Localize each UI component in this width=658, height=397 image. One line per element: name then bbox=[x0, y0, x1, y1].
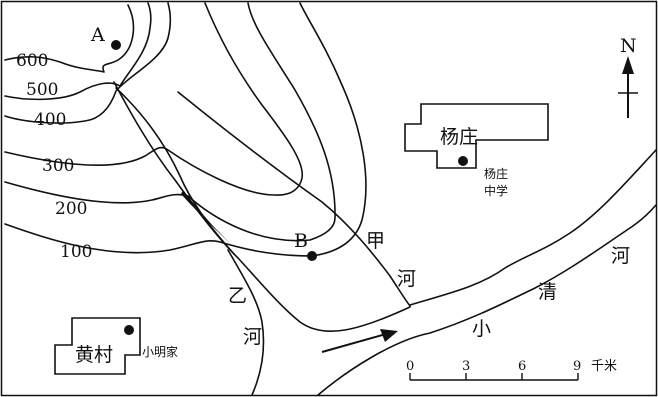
yangzhuang-label: 杨庄 bbox=[440, 126, 478, 148]
contour-label-500: 500 bbox=[26, 80, 58, 100]
huangcun-label: 黄村 bbox=[75, 344, 113, 366]
xiaoming-home-marker bbox=[124, 325, 134, 335]
contour-300 bbox=[4, 2, 304, 196]
scale-unit: 千米 bbox=[591, 359, 617, 374]
scale-tick-0: 0 bbox=[406, 359, 414, 374]
scale-tick-9: 9 bbox=[573, 359, 581, 374]
yi-river-lower-bank bbox=[227, 249, 265, 396]
contour-label-600: 600 bbox=[16, 51, 48, 71]
yangzhuang-outline bbox=[404, 103, 549, 169]
contour-label-100: 100 bbox=[60, 242, 92, 262]
jia-river bbox=[177, 91, 411, 307]
yi-river-label-2: 河 bbox=[243, 326, 262, 348]
xiaoming-home-label: 小明家 bbox=[142, 344, 178, 359]
school-marker bbox=[458, 156, 468, 166]
contour-400 bbox=[4, 2, 172, 124]
xiaoqing-river-south-bank bbox=[317, 204, 657, 396]
point-a-label: A bbox=[90, 24, 105, 46]
xiaoqing-river-label-2: 清 bbox=[538, 281, 557, 303]
contour-label-400: 400 bbox=[34, 110, 66, 130]
yi-river bbox=[113, 81, 411, 333]
north-arrow-icon bbox=[622, 56, 634, 74]
escarpment bbox=[181, 190, 232, 245]
contour-label-300: 300 bbox=[42, 156, 74, 176]
scale-tick-3: 3 bbox=[462, 359, 470, 374]
xiaoqing-river-label-3: 河 bbox=[611, 245, 630, 267]
contour-label-200: 200 bbox=[55, 199, 87, 219]
xiaoqing-river-label-1: 小 bbox=[472, 318, 491, 340]
jia-river-label-1: 甲 bbox=[366, 230, 385, 252]
huangcun-outline bbox=[54, 317, 141, 375]
jia-river-label-2: 河 bbox=[397, 268, 416, 290]
point-b-marker bbox=[307, 251, 317, 261]
flow-arrow-shaft bbox=[321, 333, 387, 353]
contour-200 bbox=[4, 2, 336, 242]
school-label-line2: 中学 bbox=[484, 183, 508, 198]
scale-bar bbox=[409, 373, 579, 381]
point-a-marker bbox=[111, 40, 121, 50]
school-label-line1: 杨庄 bbox=[484, 166, 508, 181]
yi-river-upper bbox=[115, 87, 235, 255]
contour-600 bbox=[4, 4, 135, 73]
north-label: N bbox=[620, 35, 637, 57]
flow-arrow-head bbox=[380, 329, 398, 342]
scale-tick-6: 6 bbox=[518, 359, 526, 374]
xiaoqing-river-north-bank bbox=[409, 149, 657, 306]
yi-river-label-1: 乙 bbox=[228, 285, 247, 307]
point-b-label: B bbox=[294, 230, 308, 252]
